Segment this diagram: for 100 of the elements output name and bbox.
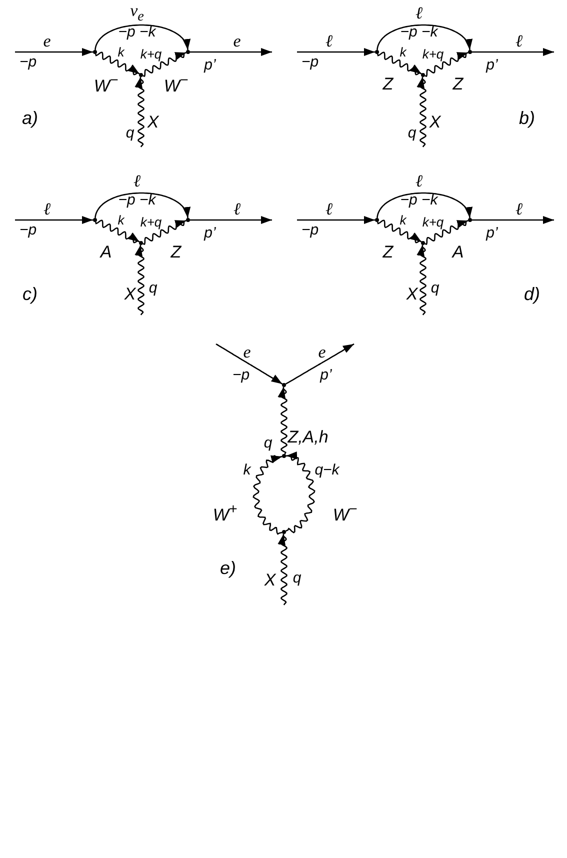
edge-label: e: [43, 32, 51, 50]
fermion-arrow: [190, 216, 272, 224]
fermion-arrow: [94, 24, 191, 50]
momentum-label: −p: [232, 368, 250, 382]
wavy-arrow: [376, 220, 422, 244]
wavy-arrow: [94, 220, 140, 244]
fermion-arrow: [376, 24, 473, 50]
edge-label: ℓ: [43, 200, 51, 218]
momentum-label: q: [148, 280, 158, 296]
wavy-arrow: [416, 244, 426, 316]
edge-label: ℓ: [233, 200, 241, 218]
edge-label: A: [100, 244, 112, 260]
momentum-label: k+q: [140, 48, 162, 60]
wavy-arrow: [376, 52, 422, 76]
wavy-arrow: [142, 220, 186, 246]
fermion-arrow: [94, 192, 191, 218]
vertex-dot: [375, 218, 379, 222]
edge-label: W$^{−}$: [332, 502, 358, 524]
momentum-label: k+q: [140, 216, 162, 228]
edge-label: ℓ: [415, 172, 423, 190]
wavy-arrow: [134, 244, 144, 316]
momentum-label: q: [408, 126, 416, 140]
vertex-dot: [282, 454, 286, 458]
panel-label: a): [22, 109, 38, 127]
edge-label: X: [264, 572, 276, 588]
edge-label: W$^{+}$: [212, 502, 238, 524]
panel-label: b): [519, 109, 535, 127]
edge-label: X: [124, 286, 136, 302]
fermion-arrow: [285, 343, 354, 385]
vertex-dot: [186, 50, 190, 54]
vertex-dot: [186, 218, 190, 222]
wavy-arrow: [424, 220, 468, 246]
momentum-label: k: [118, 46, 124, 58]
edge-label: X: [406, 286, 418, 302]
wavy-arrow: [278, 386, 288, 454]
momentum-label: q: [264, 436, 272, 450]
edge-label: Z: [382, 76, 394, 92]
vertex-dot: [139, 241, 143, 245]
vertex-dot: [375, 50, 379, 54]
edge-label: ν$_{e}$: [130, 2, 144, 24]
fermion-arrow: [15, 216, 93, 224]
momentum-label: q−k: [314, 462, 340, 478]
edge-label: ℓ: [133, 172, 141, 190]
edge-label: e: [233, 32, 241, 50]
momentum-label: −p: [301, 54, 319, 70]
momentum-label: q: [292, 570, 302, 586]
edge-label: e: [243, 344, 251, 360]
edge-label: A: [452, 244, 464, 260]
edge-label: e: [318, 344, 326, 360]
fermion-arrow: [15, 48, 93, 56]
edge-label: ℓ: [325, 200, 333, 218]
momentum-label: p’: [486, 58, 498, 72]
edge-label: W$^{−}$: [164, 74, 188, 94]
vertex-dot: [421, 241, 425, 245]
vertex-dot: [282, 530, 286, 534]
edge-label: Z: [382, 244, 394, 260]
momentum-label: −p: [19, 54, 37, 70]
momentum-label: p’: [486, 226, 498, 240]
fermion-arrow: [297, 216, 375, 224]
edge-label: ℓ: [325, 32, 333, 50]
momentum-label: q: [126, 126, 134, 140]
wavy-arrow: [278, 534, 288, 606]
fermion-arrow: [297, 48, 375, 56]
vertex-dot: [468, 50, 472, 54]
momentum-label: −p −k: [118, 192, 156, 208]
edge-label: W$^{−}$: [94, 74, 118, 94]
wavy-arrow: [424, 52, 468, 78]
momentum-label: p’: [204, 226, 216, 240]
vertex-dot: [93, 218, 97, 222]
momentum-label: q: [430, 280, 440, 296]
vertex-dot: [421, 73, 425, 77]
fermion-arrow: [190, 48, 272, 56]
vertex-dot: [468, 218, 472, 222]
momentum-label: k: [243, 462, 251, 478]
edge-label: Z: [452, 76, 464, 92]
edge-label: ℓ: [515, 200, 523, 218]
fermion-arrow: [472, 216, 554, 224]
wavy-arrow: [416, 76, 426, 148]
edge-label: Z: [170, 244, 182, 260]
momentum-label: k+q: [422, 216, 444, 228]
edge-label: X: [147, 114, 159, 130]
panel-label: e): [220, 559, 236, 577]
wavy-arrow: [94, 52, 140, 76]
momentum-label: k: [400, 214, 406, 226]
wavy-arrow: [285, 451, 316, 534]
momentum-label: −p −k: [400, 24, 438, 40]
momentum-label: k: [400, 46, 406, 58]
panel-label: c): [22, 285, 38, 303]
momentum-label: k: [118, 214, 124, 226]
momentum-label: p’: [320, 368, 332, 382]
wavy-arrow: [142, 52, 186, 78]
vertex-dot: [139, 73, 143, 77]
panel-label: d): [524, 285, 540, 303]
wavy-arrow: [134, 76, 144, 148]
vertex-dot: [93, 50, 97, 54]
momentum-label: −p −k: [118, 24, 156, 40]
fermion-arrow: [216, 343, 283, 385]
momentum-label: −p: [301, 222, 319, 238]
wavy-arrow: [252, 455, 282, 535]
vertex-dot: [282, 383, 286, 387]
